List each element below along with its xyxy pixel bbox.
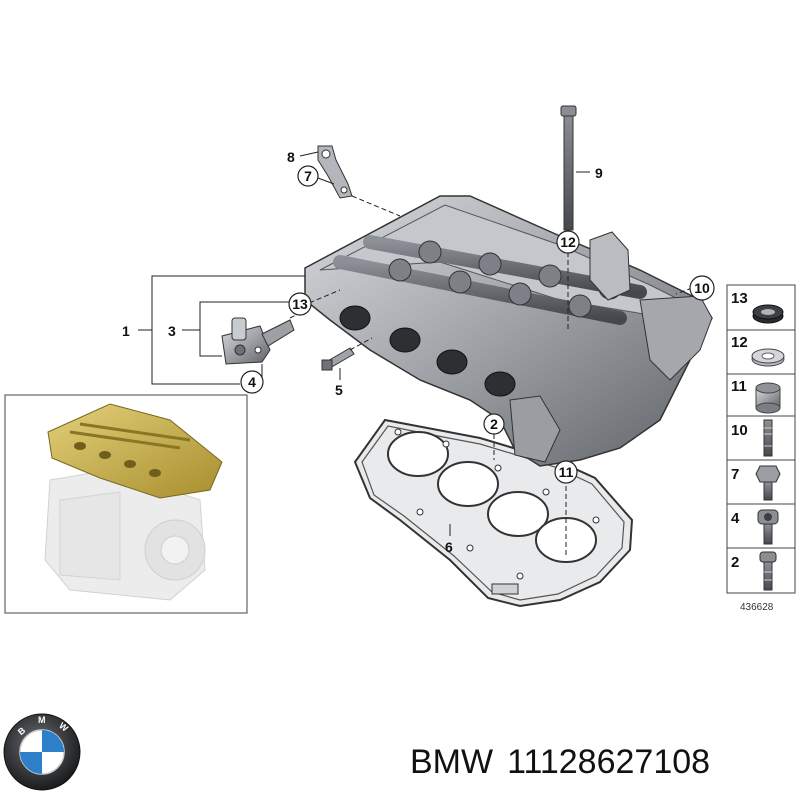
torx-screw-icon <box>759 551 777 591</box>
parts-legend: 13 12 11 10 7 4 <box>726 284 796 613</box>
legend-number-11: 11 <box>731 378 747 395</box>
svg-text:7: 7 <box>304 168 312 184</box>
washer-icon <box>751 348 785 367</box>
lifting-bracket <box>317 145 353 199</box>
socket-head-screw-icon <box>757 509 779 545</box>
svg-text:10: 10 <box>694 280 710 296</box>
cylinder-head <box>304 195 713 467</box>
cylinder-head-bolt <box>560 105 577 231</box>
callout-11: 11 <box>554 460 578 484</box>
callout-13: 13 <box>288 292 312 316</box>
port-openings <box>339 305 516 397</box>
brand-part-label: BMW 11128627108 <box>410 740 790 784</box>
figure-number: 436628 <box>740 602 774 613</box>
callout-6: 6 <box>445 539 453 555</box>
legend-number-4: 4 <box>731 510 740 527</box>
bmw-logo: B M W <box>3 713 81 791</box>
callout-9: 9 <box>595 165 603 181</box>
leader-lines <box>138 151 693 556</box>
brand-name: BMW <box>410 742 494 781</box>
legend-number-10: 10 <box>731 422 748 439</box>
callout-3: 3 <box>168 323 176 339</box>
sensor-assembly <box>221 317 295 365</box>
callout-1: 1 <box>122 323 130 339</box>
legend-number-12: 12 <box>731 334 748 351</box>
legend-number-13: 13 <box>731 290 748 307</box>
engine-overview-inset <box>4 394 248 614</box>
legend-number-7: 7 <box>731 466 739 483</box>
svg-text:13: 13 <box>292 296 308 312</box>
callout-10: 10 <box>689 275 715 301</box>
seal-ring-icon <box>752 304 784 324</box>
callout-12: 12 <box>556 230 580 254</box>
dowel-sleeve-icon <box>755 382 781 414</box>
callout-8: 8 <box>287 149 295 165</box>
legend-number-2: 2 <box>731 554 739 571</box>
small-plug <box>321 347 355 371</box>
svg-text:2: 2 <box>490 416 498 432</box>
svg-text:M: M <box>38 715 46 725</box>
svg-text:12: 12 <box>560 234 576 250</box>
part-number: 11128627108 <box>507 742 711 781</box>
callout-4: 4 <box>240 370 264 394</box>
callout-labels: 1 3 8 9 5 6 7 13 4 12 10 2 <box>122 149 715 555</box>
hex-bolt-icon <box>755 465 781 501</box>
svg-text:B: B <box>16 725 28 737</box>
stud-bolt-icon <box>763 419 773 457</box>
callout-2: 2 <box>483 413 505 435</box>
svg-text:11: 11 <box>559 464 574 480</box>
svg-text:4: 4 <box>248 374 256 390</box>
callout-7: 7 <box>297 165 319 187</box>
callout-5: 5 <box>335 382 343 398</box>
